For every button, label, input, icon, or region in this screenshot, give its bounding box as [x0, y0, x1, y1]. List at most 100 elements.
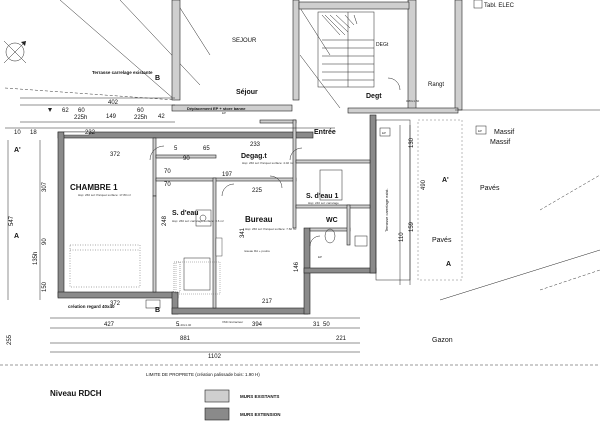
dim-427: 427 [104, 322, 115, 328]
dim-255: 255 [7, 334, 13, 345]
dim-1102: 1102 [208, 354, 222, 360]
marker-icon [48, 108, 52, 112]
section-marker-a-prime-right: A' [442, 177, 449, 184]
note-window-size: 0.80x1.60 [406, 99, 420, 103]
dim-62: 62 [62, 108, 69, 114]
regard-box-icon [145, 299, 161, 309]
note-tabl-size: 1.20x1.40 [178, 323, 192, 327]
dim-149: 149 [106, 114, 117, 120]
dim-50: 50 [323, 322, 330, 328]
dim-394: 394 [252, 322, 263, 328]
note-terrasse-vertical: Terrasse carrelage exist. [384, 188, 389, 232]
dim-547: 547 [9, 215, 15, 226]
note-reseau: réseau RA + poutre [244, 249, 270, 253]
label-massif-2: Massif [490, 139, 510, 146]
legend-existing-label: MURS EXISTANTS [240, 394, 279, 399]
legend-extension-swatch [204, 407, 230, 421]
legend-existing-swatch [204, 389, 230, 403]
section-marker-a-left: A [14, 233, 19, 240]
floor-hatch [175, 237, 223, 295]
bed-outline [69, 244, 141, 288]
dim-217: 217 [262, 299, 273, 305]
room-label-sejour: Séjour [236, 89, 258, 96]
label-massif: Massif [494, 129, 514, 136]
dim-65: 65 [203, 146, 210, 152]
room-label-chambre: CHAMBRE 1 [70, 183, 118, 192]
section-marker-b-bottom: B [155, 307, 160, 314]
note-ep-3: EP [318, 255, 322, 259]
room-label-degag: Degag.t [241, 153, 267, 160]
dim-10: 10 [14, 130, 21, 136]
door-swings [149, 77, 401, 247]
existing-walls [171, 0, 463, 114]
room-surface-sdeau: Hsp: 260 sol: carrelage surface: 3.6 m² [172, 219, 224, 223]
note-terrasse: Terrasse carrelage existante [92, 70, 153, 75]
dim-70a: 70 [164, 169, 171, 175]
dim-90: 90 [183, 156, 190, 162]
dim-233: 233 [250, 142, 261, 148]
room-label-sdeau: S. d'eau [172, 210, 199, 217]
ep-box-icon [379, 127, 391, 137]
section-marker-a-prime-left: A' [14, 147, 21, 154]
room-surface-degag: Hsp: 260 sol: Parquet surface: 4.02 m² [242, 161, 293, 165]
dim-232: 232 [85, 130, 96, 136]
dim-5: 5 [174, 146, 178, 152]
dim-5b: 5 [176, 322, 180, 328]
dim-146: 146 [294, 261, 300, 272]
plan-title: Niveau RDCH [50, 389, 102, 398]
dim-31: 31 [313, 322, 320, 328]
room-label-degt-top: DEGt [376, 42, 389, 48]
room-label-sdeau1: S. d'eau 1 [306, 193, 339, 200]
dimension-lines [5, 97, 411, 353]
room-label-entree: Entrée [314, 129, 336, 136]
dim-60a: 60 [78, 108, 85, 114]
room-surface-chambre: Hsp: 260 sol: Parquet surface: 17.80 m² [78, 193, 131, 197]
label-paves-2: Pavés [432, 237, 452, 244]
note-vmc: VMC Extracteur [222, 320, 243, 324]
section-marker-b-top: B [155, 75, 160, 82]
room-label-wc: WC [326, 217, 338, 224]
dim-90-left: 90 [42, 238, 48, 245]
note-ep-2: EP [382, 131, 386, 135]
dim-372-bottom: 372 [110, 301, 121, 307]
staircase [317, 11, 375, 88]
dim-221: 221 [336, 336, 347, 342]
dim-18: 18 [30, 130, 37, 136]
legend-extension-label: MURS EXTENSION [240, 412, 281, 417]
label-paves: Pavés [480, 185, 500, 192]
limit-note: LIMITE DE PROPRETE (création palissade b… [146, 372, 260, 377]
room-surface-sdeau1: Hsp: 240 sol: carrelage [308, 201, 339, 205]
dim-402: 402 [108, 100, 119, 106]
room-label-rangt: Rangt [428, 82, 444, 88]
dim-307: 307 [42, 181, 48, 192]
dim-135: 135h [33, 252, 39, 265]
dim-70b: 70 [164, 182, 171, 188]
extension-walls [57, 114, 377, 315]
room-label-sejour-top: SEJOUR [232, 38, 257, 44]
dim-60b: 60 [137, 108, 144, 114]
dim-197: 197 [222, 172, 233, 178]
dim-42: 42 [158, 114, 165, 120]
note-ep-4: EP [222, 111, 226, 115]
note-regard: création regard 40x40 [68, 304, 115, 309]
dim-130: 130 [409, 137, 415, 148]
note-ep-1: EP [478, 129, 482, 133]
dim-248: 248 [162, 215, 168, 226]
note-deplacement: Déplacement EP + store banne [187, 106, 246, 111]
label-tabl-elec: Tabl. ELEC [484, 3, 515, 9]
dim-159: 159 [409, 221, 415, 232]
property-line [439, 109, 600, 301]
room-surface-bureau: Hsp: 260 sol: Parquet surface: 7.60 m² [245, 227, 296, 231]
dim-110: 110 [399, 232, 405, 242]
dim-341: 341 [240, 227, 246, 238]
dim-150: 150 [42, 281, 48, 292]
dim-225b: 225h [134, 115, 147, 121]
tabl-elec-icon [473, 0, 483, 9]
dim-881: 881 [180, 336, 191, 342]
ep-box-icon [475, 125, 487, 135]
north-arrow-icon [3, 40, 27, 64]
label-gazon: Gazon [432, 337, 453, 344]
room-label-bureau: Bureau [245, 215, 273, 224]
section-marker-a-right: A [446, 261, 451, 268]
